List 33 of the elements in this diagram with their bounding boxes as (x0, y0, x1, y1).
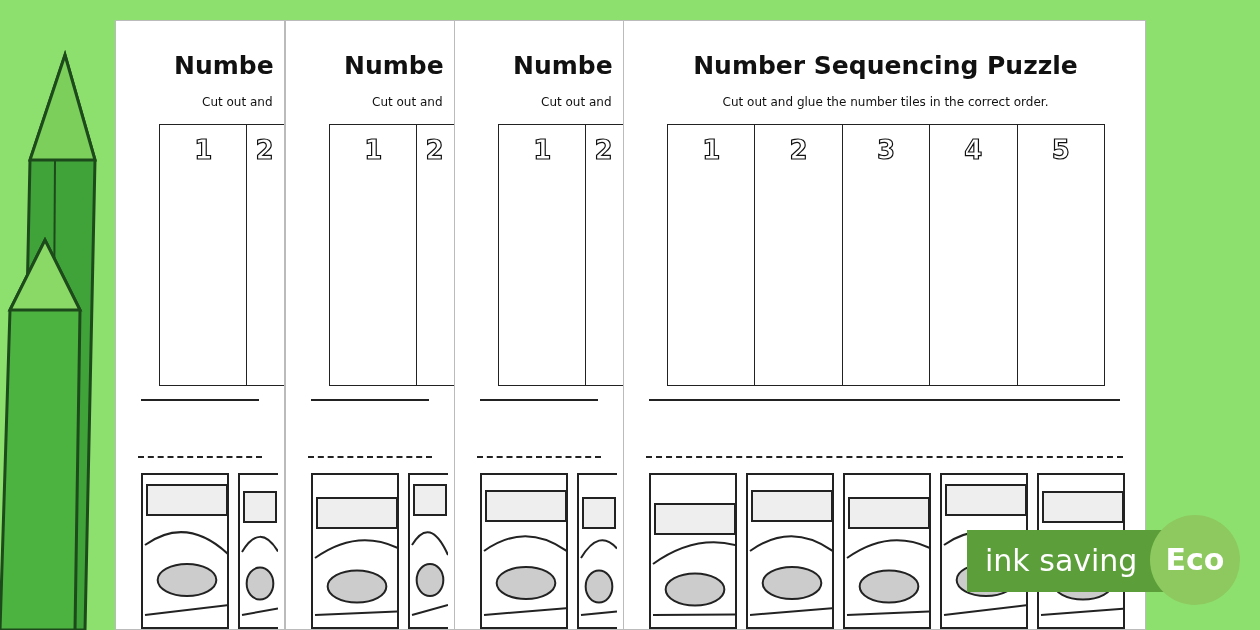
illustration-picture (238, 473, 278, 629)
number-column: 1 (498, 124, 587, 386)
number-column: 1 (159, 124, 248, 386)
illustration-picture (746, 473, 834, 629)
illustration-picture (649, 473, 737, 629)
worksheet-page (623, 20, 1146, 630)
number-column: 1 (329, 124, 418, 386)
number-column: 2 (754, 124, 843, 386)
number-column: 2 (246, 124, 284, 386)
worksheet-title: Number Sequencing Puzzle (692, 51, 1079, 80)
worksheet-page (115, 20, 285, 630)
instruction-text: Cut out and (202, 95, 273, 109)
illustration-picture (480, 473, 568, 629)
instruction-text: Cut out and (372, 95, 443, 109)
number-column: 2 (585, 124, 623, 386)
instruction-text: Cut out and (541, 95, 612, 109)
worksheet-page (285, 20, 455, 630)
worksheet-title: Numbe (344, 51, 444, 80)
illustration-picture (577, 473, 617, 629)
eco-badge: Eco (1150, 515, 1240, 605)
worksheet-title: Numbe (513, 51, 613, 80)
illustration-picture (843, 473, 931, 629)
illustration-picture (141, 473, 229, 629)
instruction-text: Cut out and glue the number tiles in the correct order. (721, 95, 1050, 109)
number-column: 5 (1016, 124, 1105, 386)
illustration-picture (408, 473, 448, 629)
number-column: 4 (929, 124, 1018, 386)
number-column: 2 (416, 124, 454, 386)
worksheet-title: Numbe (174, 51, 274, 80)
number-column: 3 (841, 124, 931, 386)
number-column: 1 (667, 124, 756, 386)
worksheet-page (454, 20, 624, 630)
illustration-picture (311, 473, 399, 629)
